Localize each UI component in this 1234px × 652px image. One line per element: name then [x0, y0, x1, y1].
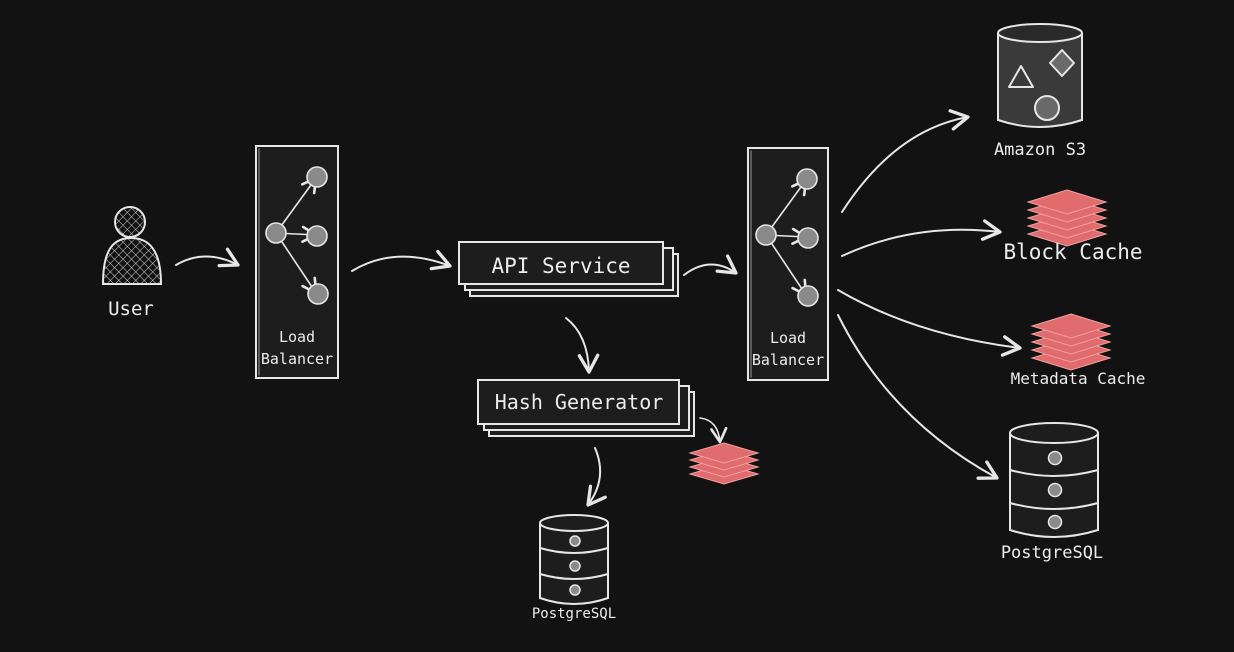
api-service-box	[458, 241, 679, 297]
hash-generator-label: Hash Generator	[495, 390, 664, 414]
arrow-hash-to-postgres	[586, 447, 607, 507]
lb2-source-node	[755, 224, 777, 246]
arrow-api-to-hash	[565, 317, 600, 374]
lb2-label-line1: Load	[770, 329, 806, 347]
api-service-label: API Service	[491, 254, 630, 278]
block-cache-layers-icon	[1026, 189, 1108, 247]
user-icon	[101, 206, 163, 285]
arrow-api-to-lb2	[683, 254, 738, 276]
lb1-label-line2: Balancer	[261, 350, 333, 368]
arrow-lb2-to-postgres	[837, 314, 999, 480]
postgres-large-database-icon	[1009, 422, 1099, 538]
postgres-small-database-icon	[539, 514, 609, 605]
lb1-source-node	[265, 222, 287, 244]
postgres-small-label: PostgreSQL	[532, 606, 616, 622]
lb1-target-node	[306, 225, 328, 247]
arrow-lb2-to-metadata-cache	[837, 289, 1022, 357]
user-label: User	[108, 298, 154, 320]
amazon-s3-label: Amazon S3	[994, 140, 1086, 160]
arrow-lb1-to-api	[351, 249, 452, 272]
hash-cache-layers-icon	[688, 442, 760, 485]
arrow-lb2-to-s3	[841, 109, 970, 213]
metadata-cache-label: Metadata Cache	[1011, 369, 1146, 388]
metadata-cache-layers-icon	[1030, 313, 1112, 371]
lb2-target-node	[797, 227, 819, 249]
amazon-s3-bucket-icon	[997, 23, 1083, 128]
hash-generator-box	[477, 379, 695, 437]
lb1-label-line1: Load	[279, 328, 315, 346]
lb2-target-node	[797, 285, 819, 307]
lb2-label-line2: Balancer	[752, 351, 824, 369]
load-balancer-2	[747, 147, 829, 381]
block-cache-label: Block Cache	[1003, 240, 1142, 264]
load-balancer-1	[255, 145, 339, 379]
arrow-lb2-to-block-cache	[841, 219, 1002, 257]
lb1-target-node	[306, 166, 328, 188]
lb2-target-node	[796, 168, 818, 190]
lb1-target-node	[307, 283, 329, 305]
postgres-large-label: PostgreSQL	[1001, 543, 1103, 563]
arrow-hash-to-cache	[699, 417, 728, 444]
arrow-user-to-lb1	[175, 247, 240, 268]
